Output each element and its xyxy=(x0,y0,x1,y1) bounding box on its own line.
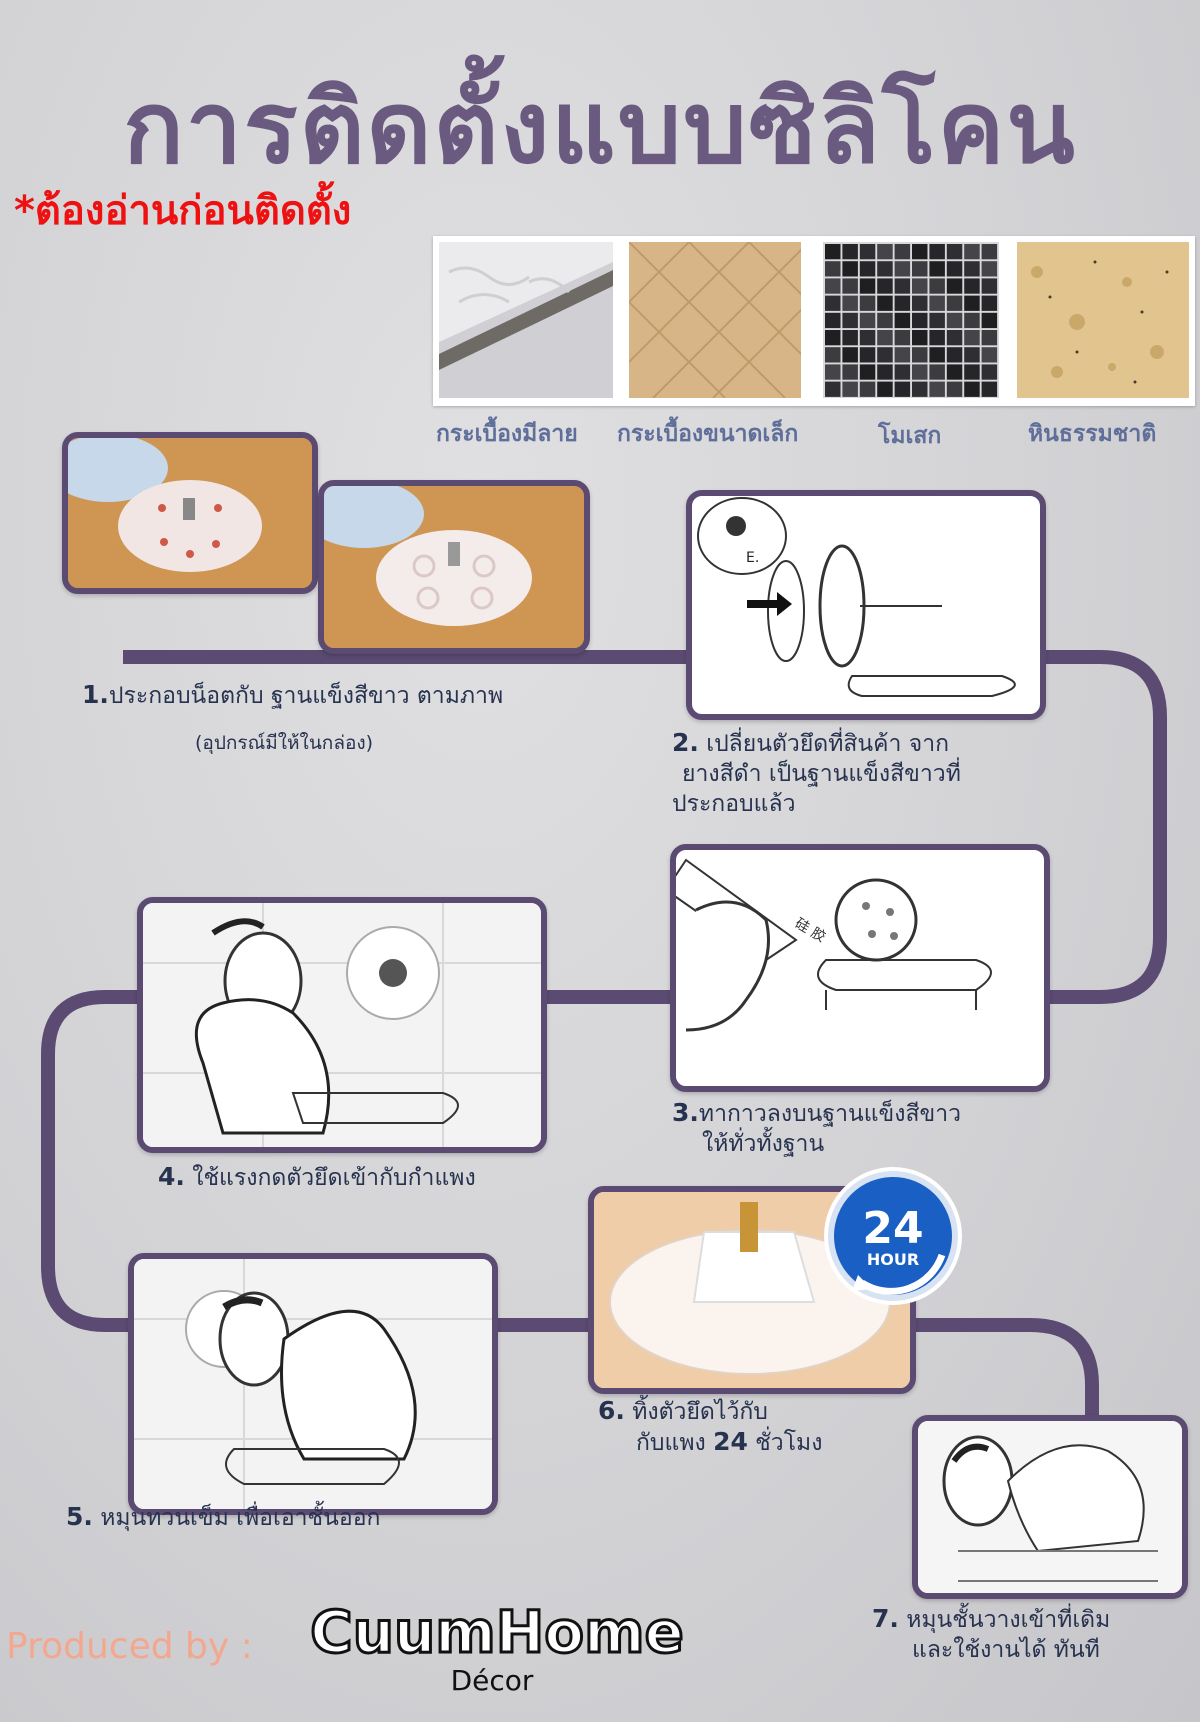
step2-number: 2. xyxy=(672,728,699,757)
step6-hours-unit: ชั่วโมง xyxy=(755,1430,823,1456)
step5-number: 5. xyxy=(66,1502,93,1531)
step3-line1: ทากาวลงบนฐานแข็งสีขาว xyxy=(698,1101,962,1127)
step2-illustration: E. xyxy=(686,490,1046,720)
step1-note: (อุปกรณ์มีให้ในกล่อง) xyxy=(195,732,374,754)
step4-illustration xyxy=(137,897,547,1153)
warning-text: *ต้องอ่านก่อนติดตั้ง xyxy=(14,188,352,234)
badge-number: 24 xyxy=(862,1203,923,1254)
step1-text: 1.ประกอบน็อตกับ ฐานแข็งสีขาว ตามภาพ xyxy=(82,680,503,711)
svg-text:E.: E. xyxy=(746,550,759,566)
step1-label: ประกอบน็อตกับ ฐานแข็งสีขาว ตามภาพ xyxy=(108,683,504,709)
natural-stone-image xyxy=(1017,242,1189,398)
step4-number: 4. xyxy=(158,1162,185,1191)
step2-text: 2. เปลี่ยนตัวยึดที่สินค้า จาก ยางสีดำ เป… xyxy=(672,728,961,819)
step7-illustration xyxy=(912,1415,1188,1599)
badge-unit: HOUR xyxy=(867,1250,919,1269)
step2-line1: 2. เปลี่ยนตัวยึดที่สินค้า จาก xyxy=(672,728,961,759)
cuumhome-logo: CuumHome Décor xyxy=(309,1597,686,1698)
surface-label-mosaic: โมเสก xyxy=(878,423,942,449)
mosaic-tile-image: /* drawn below */ xyxy=(823,242,999,398)
step1-photo-b xyxy=(318,480,590,654)
step6-line1: ทิ้งตัวยึดไว้กับ xyxy=(624,1399,768,1425)
step7-line1: หมุนชั้นวางเข้าที่เดิม xyxy=(898,1607,1111,1633)
step5-label: หมุนทวนเข็ม เพื่อเอาชั้นออก xyxy=(92,1505,381,1531)
step6-line2: กับแพง 24 ชั่วโมง xyxy=(598,1427,822,1458)
step3-number: 3. xyxy=(672,1098,699,1127)
logo-sub-text: Décor xyxy=(451,1664,534,1697)
step6-line2-label: กับแพง xyxy=(636,1430,706,1456)
surface-label-stone: หินธรรมชาติ xyxy=(1028,421,1157,447)
step6-hours: 24 xyxy=(713,1427,748,1456)
step6-number: 6. xyxy=(598,1396,625,1425)
step3-line2: ให้ทั่วทั้งฐาน xyxy=(702,1131,825,1157)
logo-main-text: CuumHome xyxy=(310,1598,684,1666)
step7-line2: และใช้งานได้ ทันที xyxy=(912,1637,1100,1663)
patterned-tile-image xyxy=(439,242,613,398)
produced-by-label: Produced by : xyxy=(6,1626,253,1667)
step4-label: ใช้แรงกดตัวยึดเข้ากับกำแพง xyxy=(184,1165,476,1191)
step1-photo-a xyxy=(62,432,318,594)
step7-number: 7. xyxy=(872,1604,899,1633)
step5-text: 5. หมุนทวนเข็ม เพื่อเอาชั้นออก xyxy=(66,1502,380,1533)
step3-illustration: 硅 胶 xyxy=(670,844,1050,1092)
step6-text: 6. ทิ้งตัวยึดไว้กับ กับแพง 24 ชั่วโมง xyxy=(598,1396,822,1458)
surface-tiles: /* drawn below */ xyxy=(433,236,1195,406)
step3-text: 3.ทากาวลงบนฐานแข็งสีขาว ให้ทั่วทั้งฐาน xyxy=(672,1098,961,1159)
surface-label-patterned: กระเบื้องมีลาย xyxy=(436,421,578,447)
24-hour-badge-icon: 24 HOUR xyxy=(824,1167,962,1305)
step1-number: 1. xyxy=(82,680,109,709)
step2-line1-label: เปลี่ยนตัวยึดที่สินค้า จาก xyxy=(698,731,950,757)
surface-label-small-tile: กระเบื้องขนาดเล็ก xyxy=(617,421,799,447)
page-title: การติดตั้งแบบซิลิโคน xyxy=(123,69,1077,186)
step2-line2: ยางสีดำ เป็นฐานแข็งสีขาวที่ xyxy=(682,761,961,787)
step4-text: 4. ใช้แรงกดตัวยึดเข้ากับกำแพง xyxy=(158,1162,476,1193)
svg-text:硅 胶: 硅 胶 xyxy=(792,915,829,946)
step5-illustration xyxy=(128,1253,498,1515)
step2-line3: ประกอบแล้ว xyxy=(672,791,796,817)
step7-text: 7. หมุนชั้นวางเข้าที่เดิม และใช้งานได้ ท… xyxy=(872,1604,1110,1665)
